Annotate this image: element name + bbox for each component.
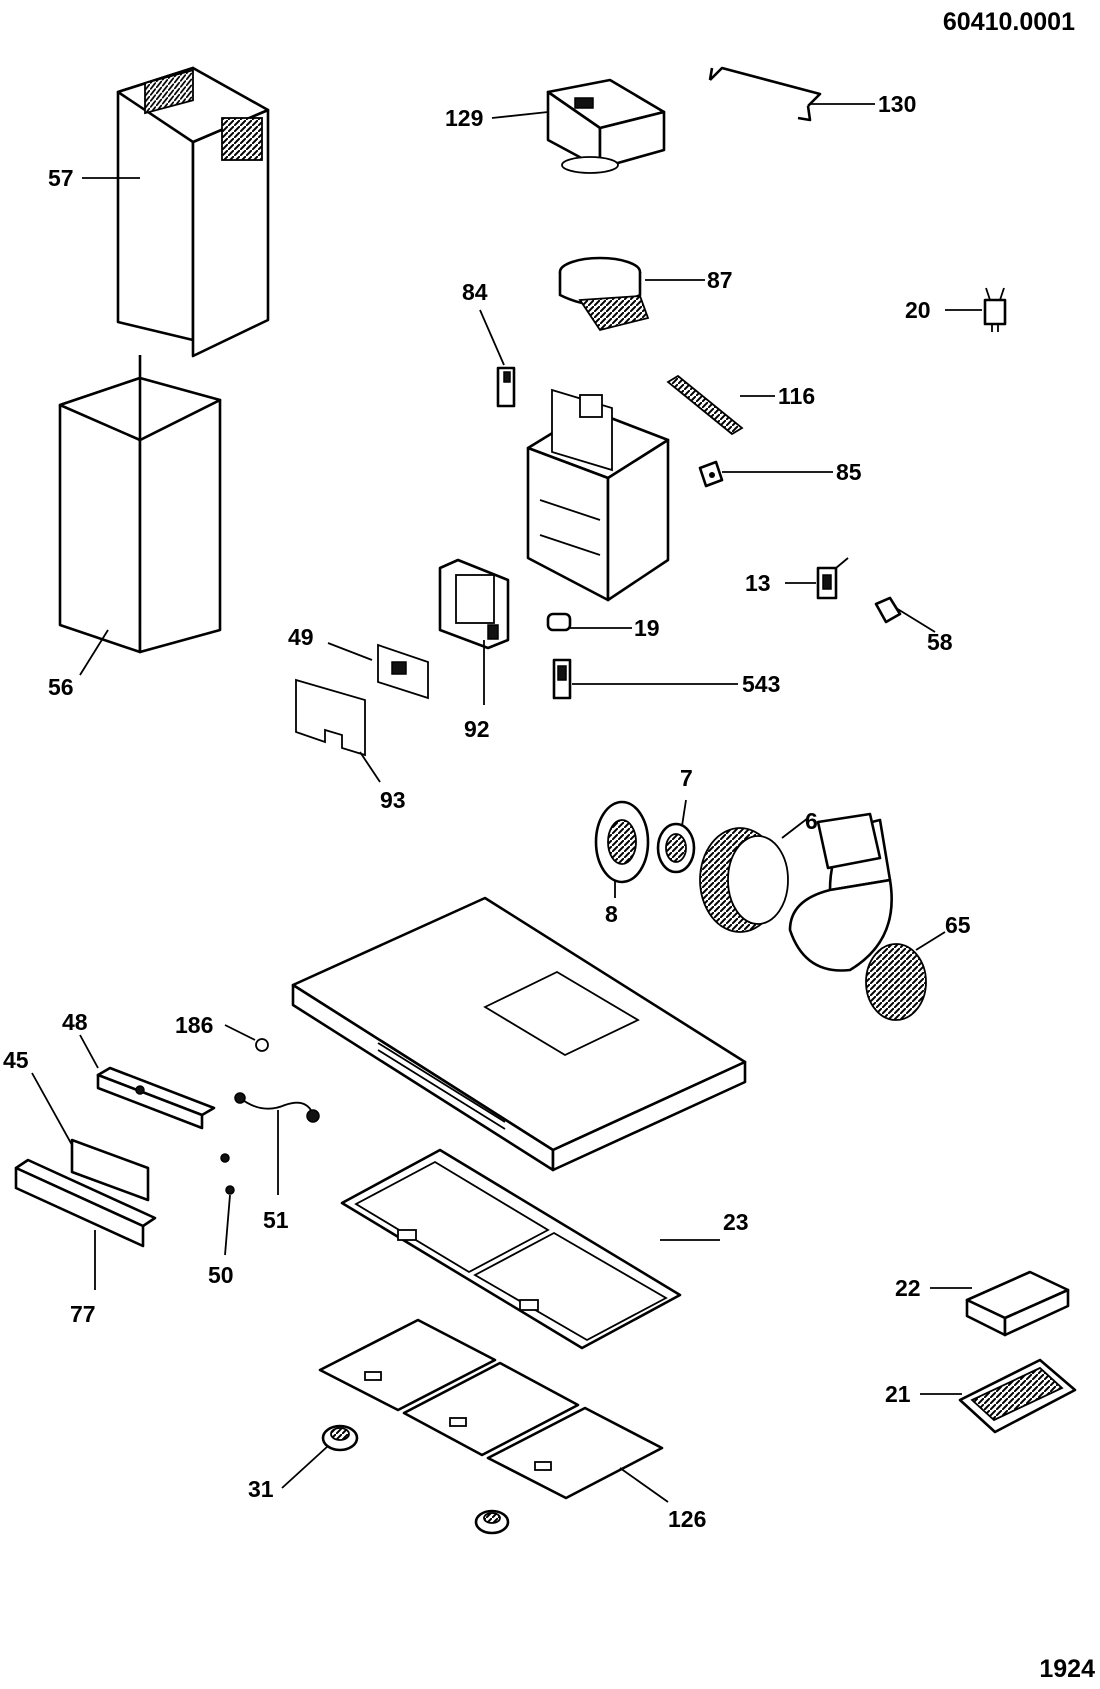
terminal-strip [666, 374, 744, 436]
power-cord [234, 1092, 320, 1123]
callout-45: 45 [3, 1047, 29, 1073]
damper [558, 256, 650, 332]
callout-186: 186 [175, 1012, 213, 1038]
screws [135, 1085, 235, 1195]
callout-19: 19 [634, 615, 660, 641]
callout-129: 129 [445, 105, 483, 131]
blower-grille [865, 943, 927, 1021]
callout-116: 116 [778, 383, 815, 409]
knob-unlabeled [474, 1509, 510, 1535]
clip-85 [698, 460, 724, 488]
callout-93: 93 [380, 787, 406, 813]
light-switch [816, 557, 849, 600]
charcoal-frame-21 [958, 1358, 1077, 1434]
mounting-bracket [708, 66, 822, 122]
lamp-19 [546, 612, 572, 632]
callout-48: 48 [62, 1009, 88, 1035]
callout-8: 8 [605, 901, 618, 927]
callout-57: 57 [48, 165, 74, 191]
callout-6: 6 [805, 808, 818, 834]
callout-50: 50 [208, 1262, 234, 1288]
motor [656, 822, 696, 874]
motor-plate [594, 800, 650, 884]
callout-31: 31 [248, 1476, 274, 1502]
callout-84: 84 [462, 279, 488, 305]
callout-22: 22 [895, 1275, 921, 1301]
circuit-board-49 [377, 643, 429, 700]
callout-21: 21 [885, 1381, 911, 1407]
trim-strip-77 [14, 1158, 157, 1248]
switch-543 [552, 658, 572, 700]
callout-85: 85 [836, 459, 862, 485]
push-button-58 [874, 596, 902, 624]
label-panel-45 [70, 1138, 150, 1202]
callout-65: 65 [945, 912, 971, 938]
small-switch-84 [496, 366, 516, 408]
callout-23: 23 [723, 1209, 749, 1235]
motor-housing-frame [526, 388, 670, 602]
control-panel-48 [96, 1066, 216, 1130]
upper-chimney-cover [116, 66, 270, 358]
callout-56: 56 [48, 674, 74, 700]
hood-canopy [291, 896, 747, 1172]
control-bracket [438, 558, 510, 650]
circuit-plate-93 [295, 678, 366, 757]
blower-housing [788, 812, 893, 972]
callout-20: 20 [905, 297, 931, 323]
callout-126: 126 [668, 1506, 706, 1532]
charcoal-filter-22 [965, 1270, 1070, 1337]
callout-130: 130 [878, 91, 916, 117]
callout-13: 13 [745, 570, 771, 596]
callout-77: 77 [70, 1301, 96, 1327]
grease-filters-126 [318, 1318, 664, 1500]
knob-31 [321, 1424, 359, 1452]
duct-connector [546, 78, 666, 174]
capacitor [983, 287, 1007, 332]
blower-wheel [699, 827, 789, 933]
callout-7: 7 [680, 765, 693, 791]
callout-87: 87 [707, 267, 733, 293]
knob-186 [255, 1038, 269, 1052]
callout-92: 92 [464, 716, 490, 742]
lower-chimney-cover [58, 355, 222, 654]
callout-58: 58 [927, 629, 953, 655]
page-code: 1924 [1039, 1655, 1095, 1683]
drawing-number: 60410.0001 [943, 8, 1075, 36]
callout-543: 543 [742, 671, 780, 697]
callout-49: 49 [288, 624, 314, 650]
callout-51: 51 [263, 1207, 289, 1233]
filter-frame-23 [340, 1148, 682, 1350]
